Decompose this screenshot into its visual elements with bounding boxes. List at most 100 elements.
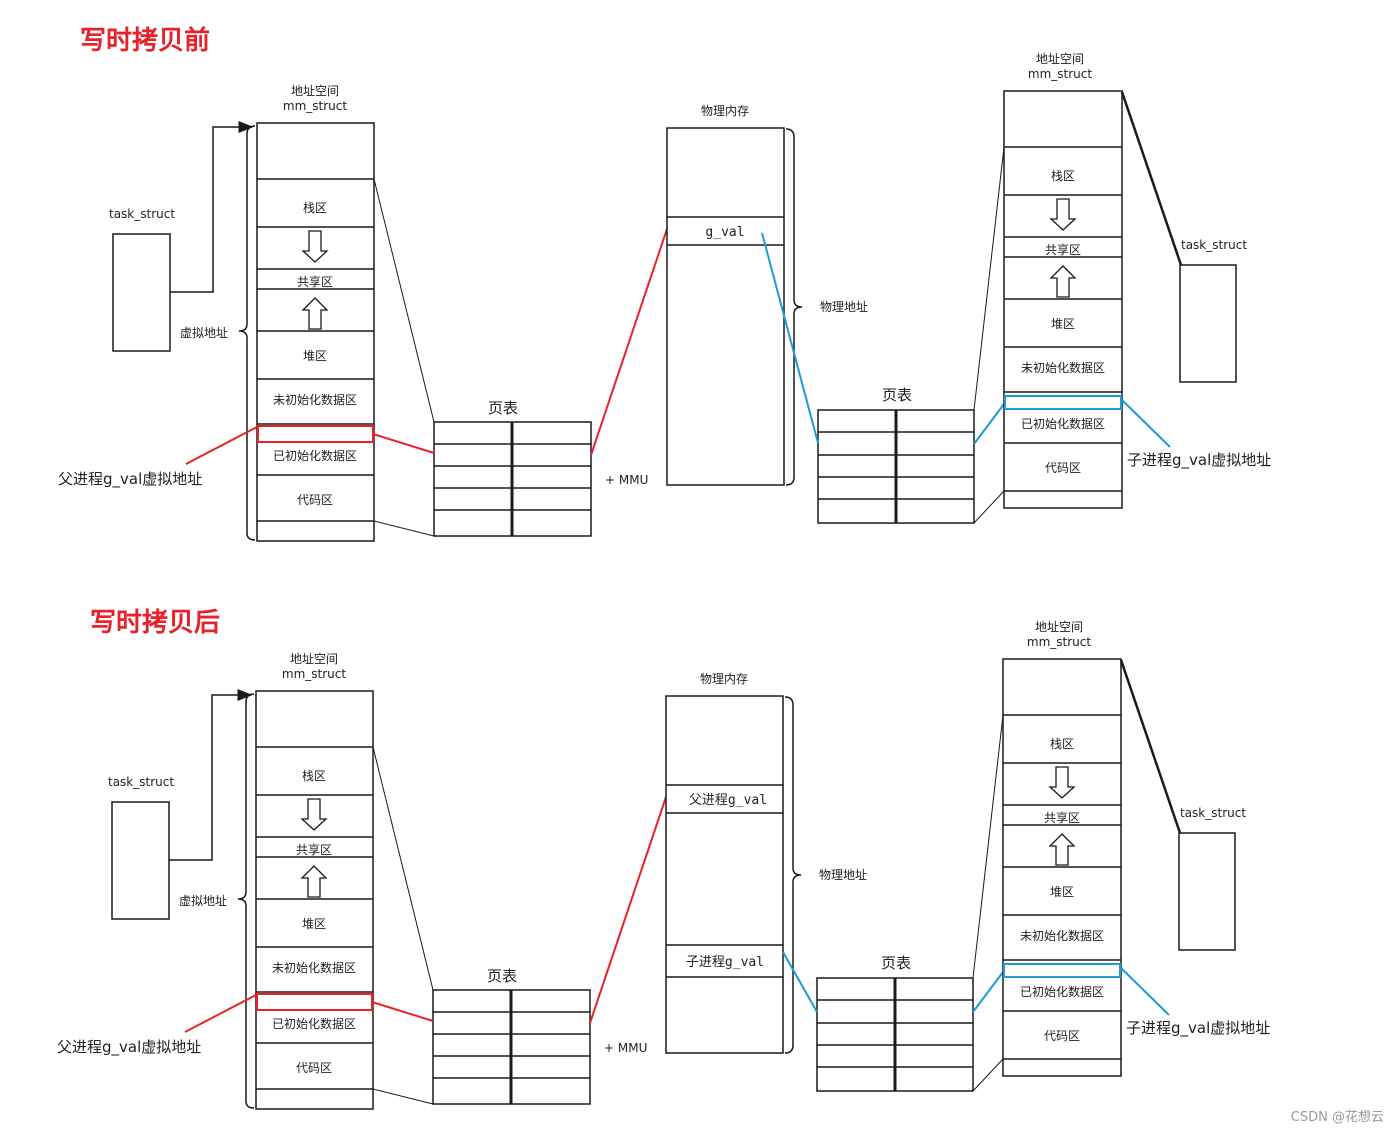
parent-mm-struct-label: mm_struct [283, 99, 347, 113]
connector-line [373, 520, 435, 537]
segment-bss: 未初始化数据区 [273, 392, 357, 407]
parent-to-pagetable-red [371, 1001, 434, 1022]
parent-task-pointer-arrow [170, 121, 254, 293]
physical-memory [666, 127, 785, 486]
connector-line [372, 746, 434, 991]
segment-heap: 堆区 [302, 917, 326, 931]
child-task-struct-label: task_struct [1180, 806, 1246, 820]
after-title: 写时拷贝后 [90, 608, 220, 638]
child-mm-struct-label: mm_struct [1028, 67, 1092, 81]
parent-address-space [255, 690, 374, 1110]
phys-gval-cell: g_val [705, 225, 744, 240]
child-task-pointer [1120, 91, 1183, 266]
parent-task-struct-label: task_struct [109, 207, 175, 221]
phys-child-gval-cell: 子进程g_val [686, 955, 764, 970]
segment-bss: 未初始化数据区 [1021, 360, 1105, 375]
virtual-addr-brace [238, 125, 256, 541]
segment-text: 代码区 [297, 493, 333, 507]
parent-task-struct-label: task_struct [108, 775, 174, 789]
child-task-struct-box [1179, 264, 1237, 383]
hollow-up-arrow-icon [1049, 265, 1077, 298]
phys-mem-title: 物理内存 [700, 672, 748, 686]
phys-addr-label: 物理地址 [820, 300, 868, 314]
parent-task-pointer-arrow [169, 689, 253, 861]
hollow-up-arrow-icon [300, 865, 328, 898]
virtual-addr-label: 虚拟地址 [179, 894, 227, 908]
child-gval-pointer [1121, 399, 1171, 448]
phys-addr-brace [785, 128, 803, 486]
segment-data: 已初始化数据区 [1021, 416, 1105, 431]
parent-mm-struct-label: mm_struct [282, 667, 346, 681]
child-gval-highlight [1003, 963, 1121, 978]
parent-gval-label: 父进程g_val虚拟地址 [57, 1038, 201, 1057]
phys-parent-gval-cell: 父进程g_val [689, 793, 767, 808]
parent-task-struct-box [112, 233, 171, 352]
child-address-space [1003, 90, 1123, 509]
hollow-down-arrow-icon [301, 230, 329, 263]
segment-heap: 堆区 [303, 349, 327, 363]
virtual-addr-brace [237, 693, 255, 1109]
parent-to-pagetable-red [372, 433, 435, 454]
child-address-space [1002, 658, 1122, 1077]
pagetable-to-phys-red [590, 225, 669, 456]
phys-addr-brace [784, 696, 802, 1054]
segment-text: 代码区 [1044, 1029, 1080, 1043]
hollow-down-arrow-icon [1049, 198, 1077, 231]
hollow-up-arrow-icon [1048, 833, 1076, 866]
segment-data: 已初始化数据区 [272, 1016, 356, 1031]
segment-stack: 栈区 [302, 768, 326, 783]
segment-heap: 堆区 [1051, 317, 1075, 331]
page-table-left-title: 页表 [488, 399, 518, 417]
segment-shared: 共享区 [1044, 810, 1080, 825]
segment-stack: 栈区 [1051, 168, 1075, 183]
parent-task-struct-box [111, 801, 170, 920]
mmu-label: + MMU [605, 473, 648, 487]
hollow-up-arrow-icon [301, 297, 329, 330]
child-addr-space-label: 地址空间 [1036, 52, 1084, 66]
connector-line [973, 146, 1005, 411]
segment-data: 已初始化数据区 [1020, 984, 1104, 999]
parent-addr-space-label: 地址空间 [291, 84, 339, 98]
segment-bss: 未初始化数据区 [272, 960, 356, 975]
child-task-pointer [1119, 659, 1182, 834]
phys-addr-label: 物理地址 [819, 868, 867, 882]
before-title: 写时拷贝前 [80, 25, 210, 56]
pagetable-to-child-blue [973, 403, 1005, 445]
child-gval-label: 子进程g_val虚拟地址 [1126, 1019, 1270, 1038]
parent-address-space [256, 122, 375, 542]
child-addr-space-label: 地址空间 [1035, 620, 1083, 634]
mmu-label: + MMU [604, 1041, 647, 1055]
child-gval-label: 子进程g_val虚拟地址 [1127, 451, 1271, 470]
phys-to-pagetable-blue [761, 232, 819, 444]
page-table-right-title: 页表 [881, 954, 911, 972]
child-task-struct-label: task_struct [1181, 238, 1247, 252]
phys-mem-title: 物理内存 [701, 104, 749, 118]
parent-gval-label: 父进程g_val虚拟地址 [58, 470, 202, 489]
after-panel: 写时拷贝后 task_struct 地址空间 mm_struct 栈区 共享区 … [57, 608, 1270, 1110]
segment-stack: 栈区 [1050, 736, 1074, 751]
child-gval-pointer [1120, 967, 1170, 1016]
page-table-left-title: 页表 [487, 967, 517, 985]
segment-text: 代码区 [1045, 461, 1081, 475]
connector-line [973, 490, 1005, 524]
segment-heap: 堆区 [1050, 885, 1074, 899]
page-table-right-title: 页表 [882, 386, 912, 404]
pagetable-to-phys-red [589, 793, 668, 1024]
hollow-down-arrow-icon [300, 798, 328, 831]
watermark: CSDN @花想云 [1291, 1109, 1384, 1125]
hollow-down-arrow-icon [1048, 766, 1076, 799]
segment-shared: 共享区 [1045, 242, 1081, 257]
connector-line [373, 178, 435, 423]
segment-bss: 未初始化数据区 [1020, 928, 1104, 943]
segment-shared: 共享区 [297, 274, 333, 289]
parent-gval-pointer [185, 426, 258, 465]
physical-memory [665, 695, 784, 1054]
before-panel: 写时拷贝前 task_struct 地址空间 mm_struct 栈区 共享区 … [58, 25, 1271, 542]
child-gval-highlight [1004, 395, 1122, 410]
parent-gval-pointer [184, 994, 257, 1033]
pagetable-to-child-blue [972, 971, 1004, 1013]
connector-line [972, 1058, 1004, 1092]
child-mm-struct-label: mm_struct [1027, 635, 1091, 649]
parent-addr-space-label: 地址空间 [290, 652, 338, 666]
